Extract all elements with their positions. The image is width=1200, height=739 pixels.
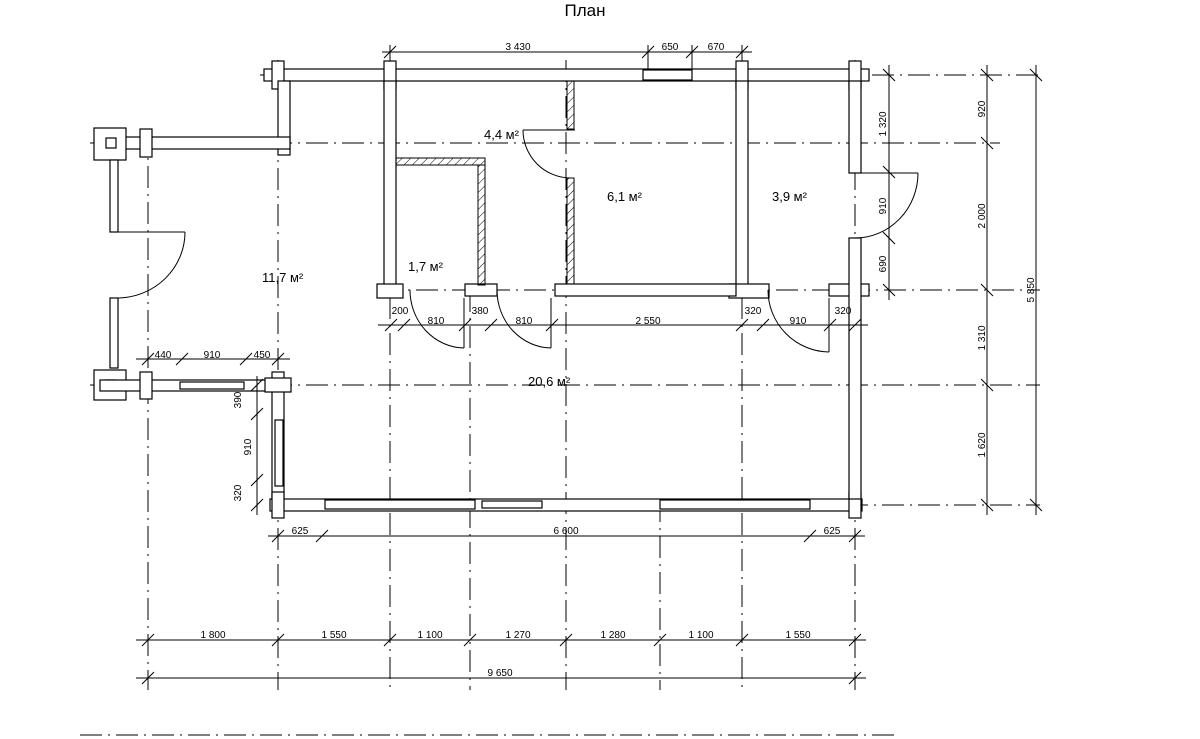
partitions (395, 80, 575, 286)
dim-label: 1 270 (505, 630, 530, 641)
dim-label: 910 (878, 197, 889, 214)
dim-label: 6 600 (553, 526, 578, 537)
dim-label: 1 100 (688, 630, 713, 641)
door-swings (117, 129, 919, 353)
dim-label: 670 (708, 42, 725, 53)
room-area: 20,6 м² (528, 374, 571, 389)
dim-label: 1 620 (977, 432, 988, 457)
dim-label: 440 (155, 350, 172, 361)
dim-label: 1 320 (878, 111, 889, 136)
dim-label: 320 (233, 484, 244, 501)
plan-title: План (565, 1, 606, 20)
dim-label: 910 (243, 438, 254, 455)
dim-label: 320 (835, 306, 852, 317)
dim-label: 1 550 (321, 630, 346, 641)
dimensions: 3 430 650 670 200 810 380 810 2 550 320 … (136, 42, 1043, 685)
dim-label: 2 000 (977, 203, 988, 228)
dim-label: 810 (516, 316, 533, 327)
dim-label: 200 (392, 306, 409, 317)
dim-label: 5 850 (1026, 277, 1037, 302)
walls (93, 60, 870, 519)
dim-label: 1 310 (977, 325, 988, 350)
dim-label: 625 (292, 526, 309, 537)
dim-label: 390 (233, 391, 244, 408)
dim-label: 910 (790, 316, 807, 327)
dim-label: 9 650 (487, 668, 512, 679)
dim-label: 1 550 (785, 630, 810, 641)
dim-label: 2 550 (635, 316, 660, 327)
room-area: 6,1 м² (607, 189, 643, 204)
room-labels: 11,7 м² 4,4 м² 1,7 м² 6,1 м² 3,9 м² 20,6… (262, 127, 808, 389)
dim-label: 1 100 (417, 630, 442, 641)
room-area: 1,7 м² (408, 259, 444, 274)
dim-label: 1 800 (200, 630, 225, 641)
dim-label: 3 430 (505, 42, 530, 53)
dim-label: 380 (472, 306, 489, 317)
room-area: 11,7 м² (262, 270, 304, 285)
room-area: 3,9 м² (772, 189, 808, 204)
dim-label: 650 (662, 42, 679, 53)
dim-label: 450 (254, 350, 271, 361)
dim-label: 920 (977, 100, 988, 117)
dim-label: 810 (428, 316, 445, 327)
dim-label: 320 (745, 306, 762, 317)
dim-label: 690 (878, 255, 889, 272)
dim-label: 625 (824, 526, 841, 537)
dim-label: 1 280 (600, 630, 625, 641)
room-area: 4,4 м² (484, 127, 520, 142)
dim-label: 910 (204, 350, 221, 361)
